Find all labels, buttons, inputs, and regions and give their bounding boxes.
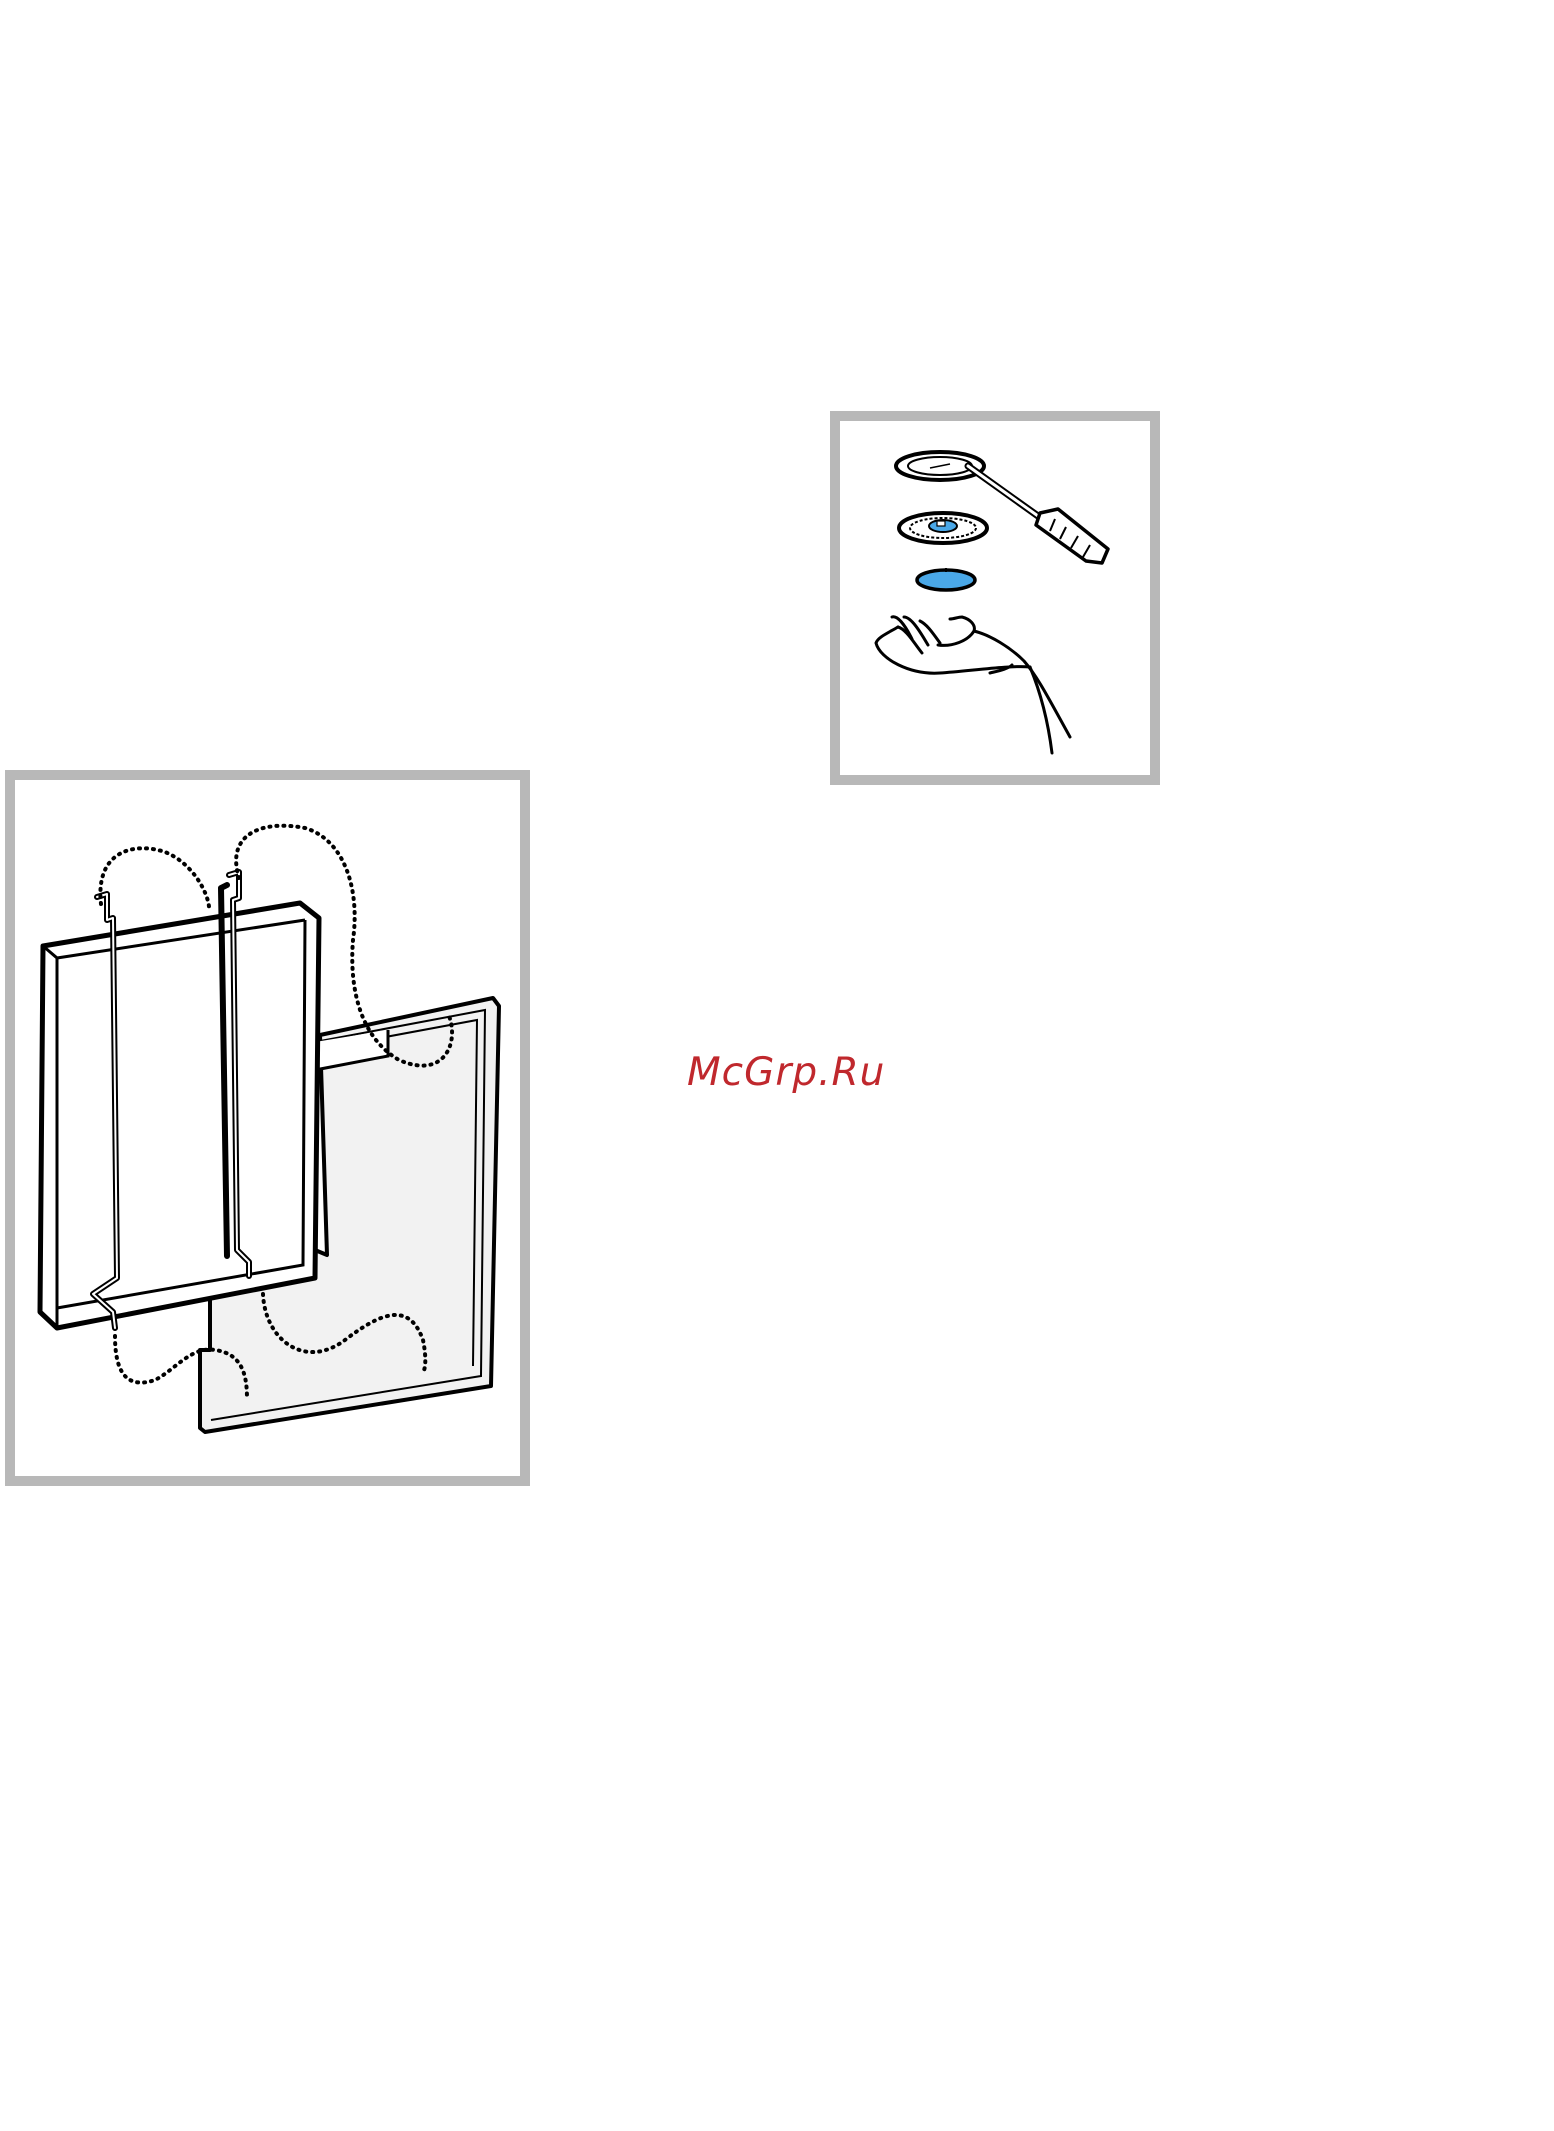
lamp-lens-icon: [917, 568, 975, 590]
lamp-holder-icon: [899, 513, 987, 543]
grease-filter-illustration: [5, 770, 530, 1486]
watermark-text: McGrp.Ru: [687, 1050, 885, 1095]
filter-frame-icon: [40, 903, 319, 1328]
lamp-replacement-drawing: [840, 421, 1150, 775]
screwdriver-icon: [968, 466, 1108, 563]
grease-filter-drawing: [15, 780, 520, 1476]
hand-icon: [876, 617, 1070, 753]
lamp-replacement-illustration: [830, 411, 1160, 785]
